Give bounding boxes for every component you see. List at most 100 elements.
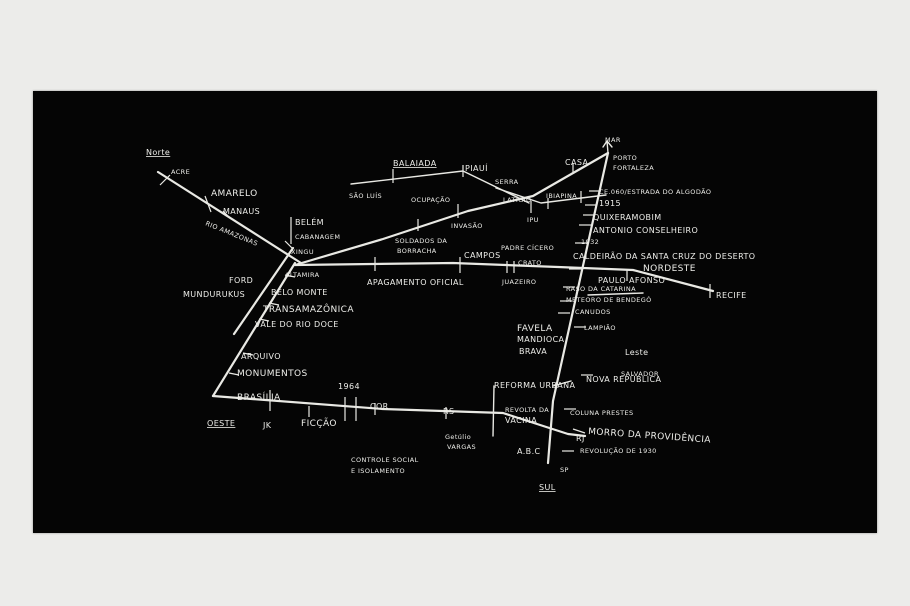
- label-revolta-vacina-1: REVOLTA DA: [505, 406, 549, 414]
- label-coluna-prestes: COLUNA PRESTES: [570, 409, 634, 417]
- map-lines: [156, 140, 715, 465]
- label-arquivo: ARQUIVO: [241, 352, 281, 361]
- label-leste: Leste: [625, 348, 648, 357]
- label-juazeiro: JUAZEIRO: [501, 278, 536, 286]
- label-cabanagem: CABANAGEM: [295, 233, 340, 241]
- label-transamazonica: TRANSAMAZÔNICA: [262, 303, 354, 315]
- label-sul: SUL: [539, 483, 556, 492]
- label-casa: CASA: [565, 158, 588, 167]
- chalkboard: Norte ACRE AMARELO MANAUS RIO AMAZONAS F…: [33, 91, 877, 533]
- tick-mark: [268, 302, 280, 306]
- tick-mark: [242, 352, 254, 356]
- label-canudos: CANUDOS: [575, 308, 611, 316]
- label-monumentos: MONUMENTOS: [237, 369, 308, 379]
- map-labels: Norte ACRE AMARELO MANAUS RIO AMAZONAS F…: [146, 136, 756, 492]
- central-road: [293, 261, 715, 293]
- south-road: [211, 394, 587, 438]
- label-mundurukus: MUNDURUKUS: [183, 290, 245, 299]
- label-ford: FORD: [229, 276, 253, 285]
- label-oeste: OESTE: [207, 419, 235, 428]
- label-antonio-conselheiro: ANTONIO CONSELHEIRO: [593, 226, 698, 235]
- label-manaus: MANAUS: [223, 207, 260, 216]
- label-brava: BRAVA: [519, 347, 547, 356]
- map-ticks: [159, 163, 711, 452]
- label-ocupacao: OCUPAÇÃO: [411, 195, 450, 204]
- label-mandioca: MANDIOCA: [517, 335, 565, 344]
- label-crato: CRATO: [518, 259, 542, 267]
- north-road: [293, 151, 610, 267]
- label-serra: SERRA: [495, 178, 519, 186]
- reforma-branch: [492, 385, 495, 437]
- label-getulio: Getúlio: [445, 433, 471, 441]
- label-lampiao: LAMPIÃO: [584, 323, 616, 332]
- serra-branch: [495, 187, 607, 204]
- label-belem: BELÉM: [295, 216, 324, 227]
- label-isolamento: E ISOLAMENTO: [351, 467, 405, 475]
- label-ce-060: CE.060/ESTRADA DO ALGODÃO: [599, 187, 711, 196]
- label-quixeramobim: QUIXERAMOBIM: [593, 213, 662, 222]
- label-raso-catarina: RASO DA CATARINA: [566, 285, 636, 293]
- label-xingu: XINGU: [291, 248, 314, 256]
- label-controle-social: CONTROLE SOCIAL: [351, 456, 419, 464]
- label-brasilia: BRASÍLIA: [237, 391, 281, 403]
- mar-arrow: [602, 140, 613, 154]
- tick-mark: [284, 274, 296, 278]
- label-apagamento-oficial: APAGAMENTO OFICIAL: [367, 278, 464, 287]
- label-reforma-urbana: REFORMA URBANA: [494, 381, 576, 390]
- label-padre-cicero: PADRE CÍCERO: [501, 243, 554, 252]
- label-1932: 1932: [581, 238, 599, 246]
- west-road: [211, 261, 297, 398]
- label-cor: COR: [370, 402, 389, 411]
- label-favela: FAVELA: [517, 324, 553, 334]
- label-vale-rio-doce: VALE DO RIO DOCE: [255, 320, 339, 329]
- label-rs: RS: [443, 407, 454, 416]
- label-revolucao-1930: REVOLUÇÃO DE 1930: [580, 446, 657, 455]
- label-paulo-afonso: PAULO AFONSO: [598, 276, 665, 285]
- label-ibiapina: IBIAPINA: [546, 192, 577, 200]
- label-rj: RJ: [576, 434, 585, 443]
- tick-mark: [204, 195, 212, 213]
- label-recife: RECIFE: [716, 291, 747, 300]
- label-rio-amazonas: RIO AMAZONAS: [204, 219, 259, 247]
- label-ipu: IPU: [527, 216, 539, 224]
- label-porto: PORTO: [613, 154, 637, 162]
- label-sp: SP: [560, 466, 569, 474]
- label-meteoro-bendego: METEORO DE BENDEGÓ: [566, 295, 652, 304]
- label-morro-providencia: MORRO DA PROVIDÊNCIA: [588, 425, 712, 446]
- label-acre: ACRE: [171, 168, 190, 176]
- chalk-map: Norte ACRE AMARELO MANAUS RIO AMAZONAS F…: [146, 136, 756, 492]
- label-ficcao: FICÇÃO: [301, 418, 337, 429]
- tick-mark: [284, 240, 294, 250]
- label-piaui: PIAUÍ: [465, 162, 488, 173]
- east-road: [546, 151, 610, 465]
- label-1915: 1915: [599, 199, 621, 208]
- tick-mark: [222, 210, 232, 220]
- label-altamira: ALTAMIRA: [285, 271, 320, 279]
- label-abc: A.B.C: [517, 447, 541, 456]
- label-invasao: INVASÃO: [451, 221, 483, 230]
- label-caldeirao: CALDEIRÃO DA SANTA CRUZ DO DESERTO: [573, 251, 756, 261]
- label-vargas: VARGAS: [447, 443, 476, 451]
- tick-mark: [572, 428, 586, 434]
- tick-mark: [159, 174, 171, 186]
- label-sao-luis: SÃO LUÍS: [349, 191, 382, 200]
- lower-branch: [552, 380, 572, 387]
- east-branch: [587, 292, 644, 296]
- label-nova-republica: NOVA REPÚBLICA: [586, 373, 662, 384]
- label-mar: MAR: [605, 136, 621, 144]
- label-nordeste: NORDESTE: [643, 264, 696, 274]
- amazon-diagonal: [232, 246, 295, 336]
- label-soldados-2: BORRACHA: [397, 247, 437, 255]
- label-fortaleza: FORTALEZA: [613, 164, 654, 172]
- label-balaiada: BALAIADA: [393, 159, 437, 168]
- label-revolta-vacina-2: VACINA: [505, 416, 537, 425]
- label-campos: CAMPOS: [464, 251, 501, 260]
- label-jk: JK: [262, 421, 272, 430]
- label-amarelo: AMARELO: [211, 189, 258, 199]
- label-norte: Norte: [146, 148, 170, 157]
- label-1964: 1964: [338, 382, 360, 391]
- tick-mark: [258, 318, 270, 322]
- label-belo-monte: BELO MONTE: [271, 288, 328, 297]
- label-latigio: LATÍGIO: [503, 195, 531, 204]
- label-soldados-1: SOLDADOS DA: [395, 237, 447, 245]
